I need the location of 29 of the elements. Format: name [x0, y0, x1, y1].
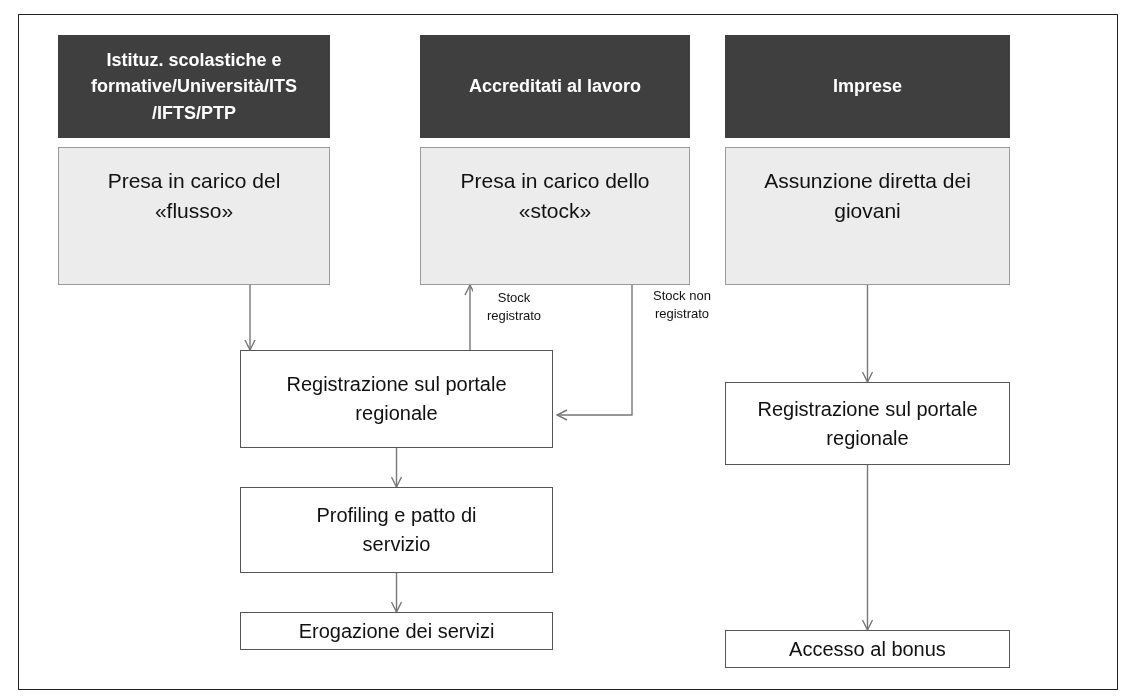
box-label: Profiling e patto di servizio — [315, 503, 478, 557]
box-label: Registrazione sul portale regionale — [756, 396, 979, 451]
box-label: Presa in carico dello «stock» — [459, 168, 651, 225]
arrow — [861, 284, 874, 383]
box-label: Erogazione dei servizi — [298, 618, 495, 644]
arrow — [556, 284, 633, 421]
box-label: Imprese — [832, 75, 902, 99]
step-box — [240, 612, 553, 650]
arrow — [390, 572, 403, 613]
process-box — [420, 147, 690, 285]
step-box — [240, 487, 553, 573]
box-label: Accesso al bonus — [789, 636, 946, 662]
step-box — [725, 382, 1010, 465]
process-box — [725, 147, 1010, 285]
box-label: Presa in carico del «flusso» — [106, 168, 282, 225]
box-label: Accreditati al lavoro — [468, 75, 642, 99]
arrow — [464, 284, 476, 351]
header-bar — [725, 35, 1010, 138]
box-label: Registrazione sul portale regionale — [285, 372, 508, 426]
arrow — [244, 284, 256, 351]
header-bar — [58, 35, 330, 138]
step-box — [240, 350, 553, 448]
box-label: Assunzione diretta dei giovani — [763, 168, 972, 225]
arrow — [390, 447, 403, 488]
box-label: Istituz. scolastiche e formative/Università/ITS /IFTS/PTP — [89, 49, 299, 125]
step-box — [725, 630, 1010, 668]
arrow — [861, 464, 874, 631]
process-box — [58, 147, 330, 285]
header-bar — [420, 35, 690, 138]
